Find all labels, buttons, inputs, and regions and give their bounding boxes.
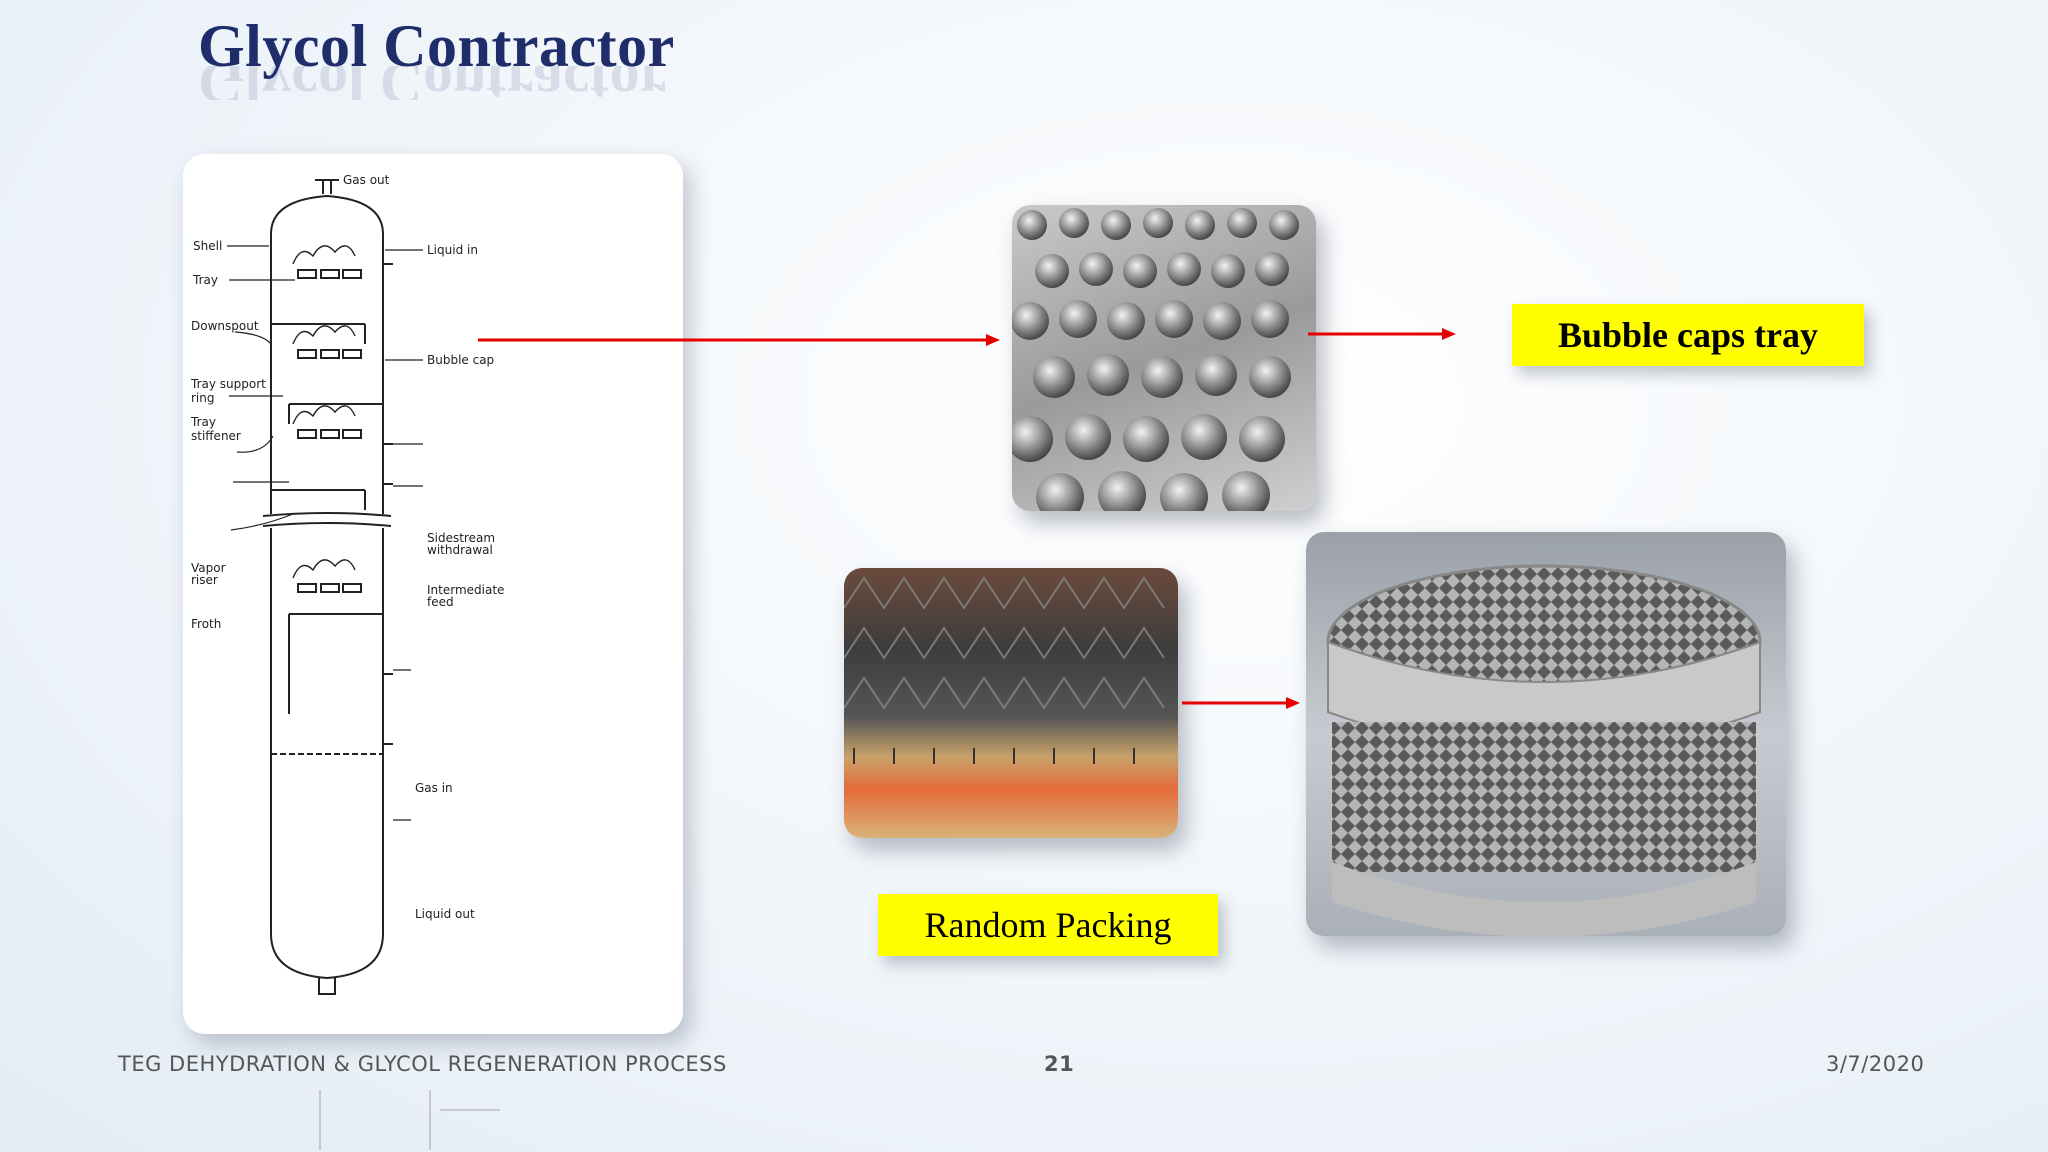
arrow-to-packing-photo bbox=[1182, 697, 1300, 709]
label-tray-support-line2: ring bbox=[191, 391, 215, 405]
bubble-caps-photo bbox=[1012, 205, 1316, 511]
slide-title: Glycol Contractor bbox=[198, 13, 675, 79]
label-intermediate-line1: Intermediate bbox=[427, 583, 504, 597]
label-intermediate-line2: feed bbox=[427, 595, 454, 609]
label-liquid-in: Liquid in bbox=[427, 243, 478, 257]
page-number: 21 bbox=[1044, 1052, 1075, 1076]
random-packing-illustration bbox=[844, 576, 1165, 764]
label-sidestream-line2: withdrawal bbox=[427, 543, 493, 557]
column-diagram-card: Gas out Shell Tray Downspout Tray suppor… bbox=[183, 154, 683, 1034]
arrow-to-bubble-caps-label bbox=[1308, 328, 1456, 340]
label-vapor-riser-line1: Vapor bbox=[191, 561, 226, 575]
glycol-column-diagram: Gas out Shell Tray Downspout Tray suppor… bbox=[190, 173, 504, 995]
structured-packing-illustration bbox=[1326, 564, 1762, 936]
random-packing-photo bbox=[844, 568, 1178, 838]
label-sidestream-line1: Sidestream bbox=[427, 531, 495, 545]
slide-title-reflection: Glycol Contractor bbox=[198, 66, 667, 100]
footer-date: 3/7/2020 bbox=[1826, 1052, 1925, 1076]
footer-title: TEG DEHYDRATION & GLYCOL REGENERATION PR… bbox=[118, 1052, 727, 1076]
diagram-reflection bbox=[300, 1090, 630, 1150]
random-packing-label: Random Packing bbox=[878, 894, 1218, 956]
label-bubble-cap: Bubble cap bbox=[427, 353, 494, 367]
label-tray-stiffener-line2: stiffener bbox=[191, 429, 241, 443]
label-vapor-riser-line2: riser bbox=[191, 573, 218, 587]
label-froth: Froth bbox=[191, 617, 221, 631]
arrow-to-bubble-caps bbox=[478, 334, 1000, 346]
label-liquid-out: Liquid out bbox=[415, 907, 475, 921]
label-tray-support-line1: Tray support bbox=[190, 377, 266, 391]
label-shell: Shell bbox=[193, 239, 222, 253]
label-tray-stiffener-line1: Tray bbox=[190, 415, 216, 429]
structured-packing-photo bbox=[1306, 532, 1786, 936]
label-gas-out: Gas out bbox=[343, 173, 390, 187]
label-tray: Tray bbox=[192, 273, 218, 287]
bubble-caps-illustration bbox=[1012, 208, 1299, 511]
bubble-caps-label: Bubble caps tray bbox=[1512, 304, 1864, 366]
label-downspout: Downspout bbox=[191, 319, 259, 333]
label-gas-in: Gas in bbox=[415, 781, 453, 795]
